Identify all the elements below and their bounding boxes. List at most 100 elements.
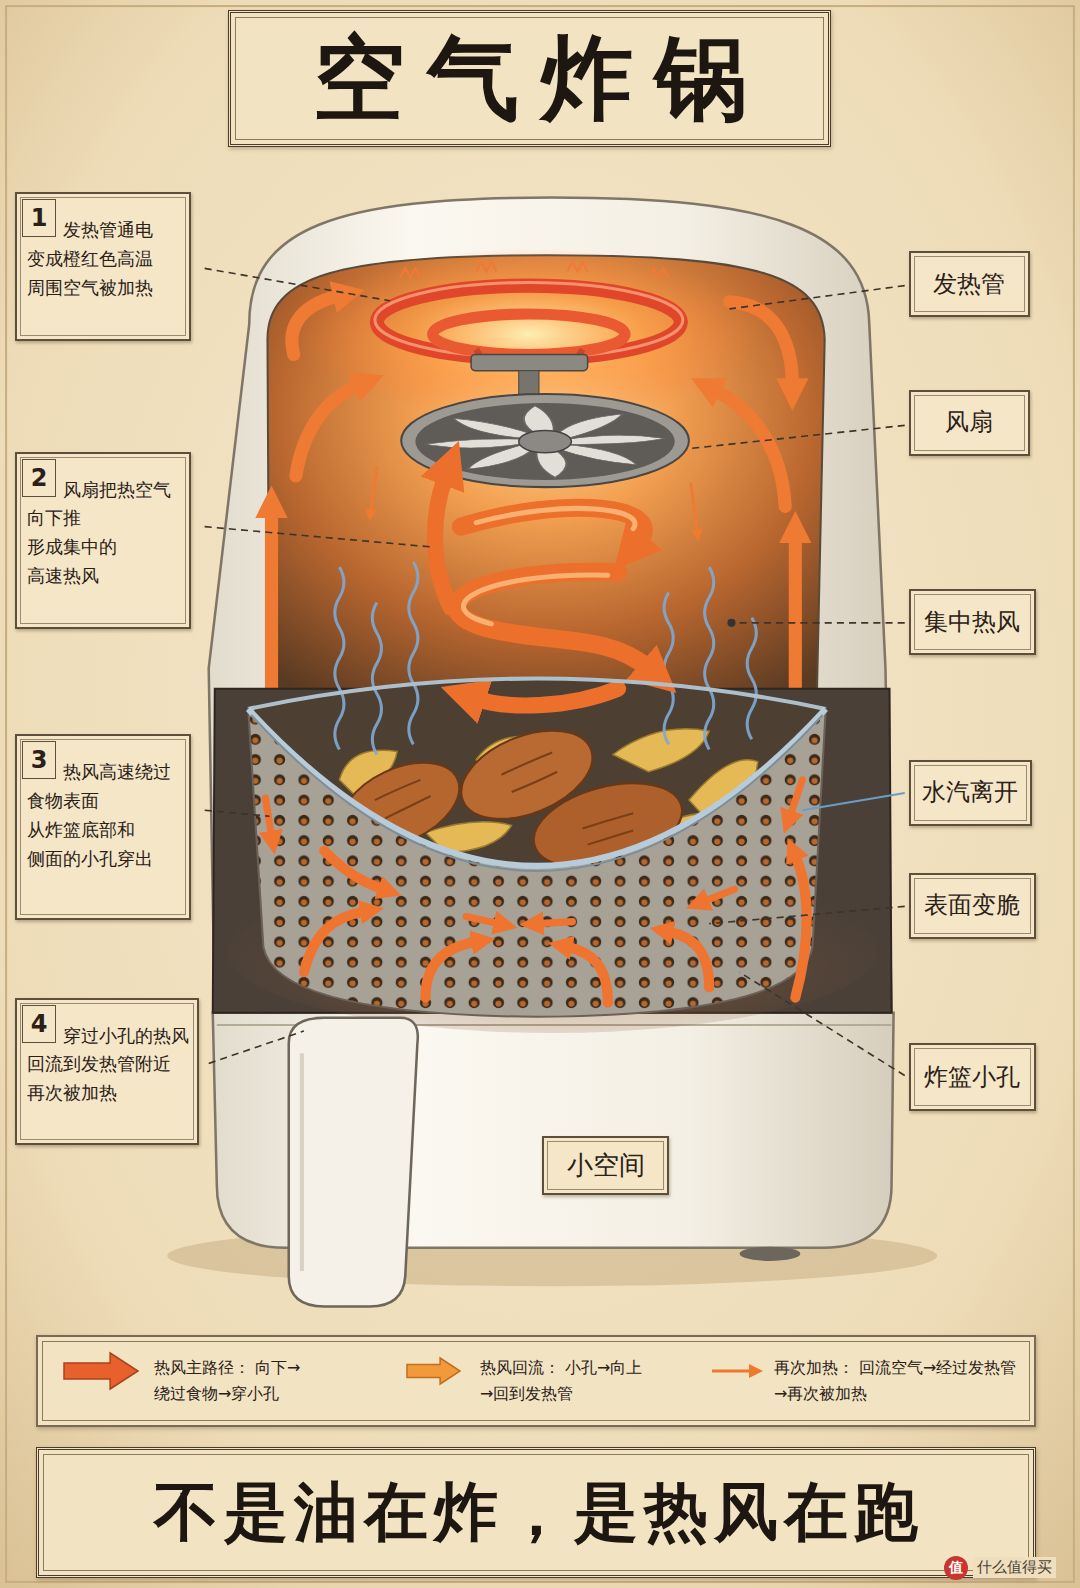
basket <box>248 679 825 1017</box>
drawer-handle <box>289 1018 418 1307</box>
basket-airflow-arrows <box>669 932 710 988</box>
fan <box>415 403 674 480</box>
title-frame: 空气炸锅 <box>228 10 831 147</box>
watermark-logo: 值 <box>944 1556 968 1580</box>
basket-airflow-arrows <box>795 856 806 998</box>
fan <box>519 430 572 452</box>
steam-leader-line <box>802 793 904 810</box>
side-airflow-arrows <box>729 302 792 385</box>
basket <box>251 715 822 871</box>
tag-box: 小空间 <box>542 1136 669 1195</box>
food <box>375 752 633 844</box>
leader-line <box>205 268 390 300</box>
leader-line <box>736 622 905 624</box>
leader-line <box>209 1031 304 1063</box>
basket-airflow-arrows <box>466 917 498 924</box>
part-label: 炸篮小孔 <box>909 1043 1036 1111</box>
hot-air-spiral <box>461 508 644 542</box>
legend-text: 再次加热： 回流空气→经过发热管→再次被加热 <box>774 1355 1028 1406</box>
basket-airflow-arrows <box>265 780 806 1003</box>
hot-air-spiral <box>457 572 649 669</box>
fan <box>426 439 525 448</box>
callout-number: 2 <box>22 459 56 497</box>
food <box>613 729 709 772</box>
basket <box>248 709 825 1017</box>
basket-airflow-arrows <box>704 889 734 901</box>
title: 空气炸锅 <box>291 17 769 141</box>
steam <box>664 592 673 744</box>
page-ground <box>6 6 1074 1582</box>
hot-air-spiral <box>435 476 451 608</box>
hot-air-spiral <box>476 689 618 706</box>
steam-leader-line <box>802 793 904 810</box>
drawer-handle <box>289 1018 418 1307</box>
drawer-handle <box>300 1053 304 1271</box>
basket-airflow-arrows <box>539 922 572 924</box>
side-airflow-arrows <box>714 390 785 506</box>
legend-swatch <box>64 1353 138 1389</box>
leader-line <box>729 286 904 309</box>
part-label: 风扇 <box>909 390 1030 456</box>
callout-number: 1 <box>22 199 56 237</box>
callout-box: 2风扇把热空气 向下推 形成集中的 高速热风 <box>15 452 191 629</box>
part-name: 集中热风 <box>924 607 1020 638</box>
side-airflow-arrows <box>691 484 697 532</box>
leader-line <box>205 810 270 816</box>
caption: 不是油在炸，是热风在跑 <box>148 1469 924 1556</box>
leader-dot <box>727 619 735 627</box>
legend-box: 热风主路径： 向下→绕过食物→穿小孔 热风回流： 小孔→向上→回到发热管 再次加热：… <box>36 1335 1036 1427</box>
fryer-body <box>740 1247 801 1261</box>
leader-line <box>689 425 905 448</box>
part-name: 发热管 <box>933 269 1005 300</box>
leader-line <box>709 906 905 923</box>
steam <box>372 603 381 755</box>
basket <box>248 679 825 709</box>
legend-swatch <box>407 1358 460 1384</box>
watermark: 什么值得买 <box>973 1557 1056 1578</box>
part-label: 集中热风 <box>909 589 1036 655</box>
basket-airflow-arrows <box>567 947 608 1003</box>
hot-air-spiral <box>435 476 648 705</box>
basket <box>248 709 825 866</box>
side-airflow-arrows <box>272 296 796 740</box>
steam <box>335 567 344 749</box>
fan <box>426 406 665 478</box>
legend-swatch <box>406 1356 461 1386</box>
fan <box>565 435 664 444</box>
heating-element <box>433 314 625 355</box>
steam <box>335 562 756 754</box>
callout-text: 风扇把热空气 向下推 形成集中的 高速热风 <box>27 476 174 591</box>
callout-number: 4 <box>22 1005 56 1043</box>
callout-text: 穿过小孔的热风 回流到发热管附近 再次被加热 <box>27 1022 192 1108</box>
basket-airflow-arrows <box>426 942 477 998</box>
part-name: 水汽离开 <box>922 777 1018 808</box>
legend-swatch <box>712 1370 751 1373</box>
hot-air-spiral <box>476 508 635 528</box>
callout-box: 3热风高速绕过 食物表面 从炸篮底部和 侧面的小孔穿出 <box>15 734 191 920</box>
legend-swatch <box>749 1364 763 1378</box>
steam <box>409 562 418 744</box>
legend-swatch <box>63 1351 139 1391</box>
steam <box>747 618 756 740</box>
callout-box: 1发热管通电 变成橙红色高温 周围空气被加热 <box>15 192 191 341</box>
part-name: 风扇 <box>945 407 993 438</box>
legend-swatch <box>712 1361 763 1381</box>
part-label: 发热管 <box>909 251 1030 317</box>
part-label: 水汽离开 <box>909 760 1032 826</box>
callout-text: 热风高速绕过 食物表面 从炸篮底部和 侧面的小孔穿出 <box>27 758 174 873</box>
leader-line <box>205 527 431 547</box>
legend-text: 热风回流： 小孔→向上→回到发热管 <box>480 1355 654 1406</box>
hot-air-spiral <box>464 575 608 624</box>
basket-airflow-arrows <box>304 911 365 972</box>
part-name: 炸篮小孔 <box>924 1062 1020 1093</box>
leader-line <box>740 972 905 1075</box>
side-airflow-arrows <box>292 296 339 355</box>
part-name: 小空间 <box>567 1149 645 1183</box>
heating-element <box>471 354 588 370</box>
caption-frame: 不是油在炸，是热风在跑 <box>36 1447 1036 1578</box>
legend-text: 热风主路径： 向下→绕过食物→穿小孔 <box>154 1355 328 1406</box>
leader-line <box>205 268 905 1075</box>
callout-box: 4穿过小孔的热风 回流到发热管附近 再次被加热 <box>15 998 199 1145</box>
side-airflow-arrows <box>296 385 360 476</box>
